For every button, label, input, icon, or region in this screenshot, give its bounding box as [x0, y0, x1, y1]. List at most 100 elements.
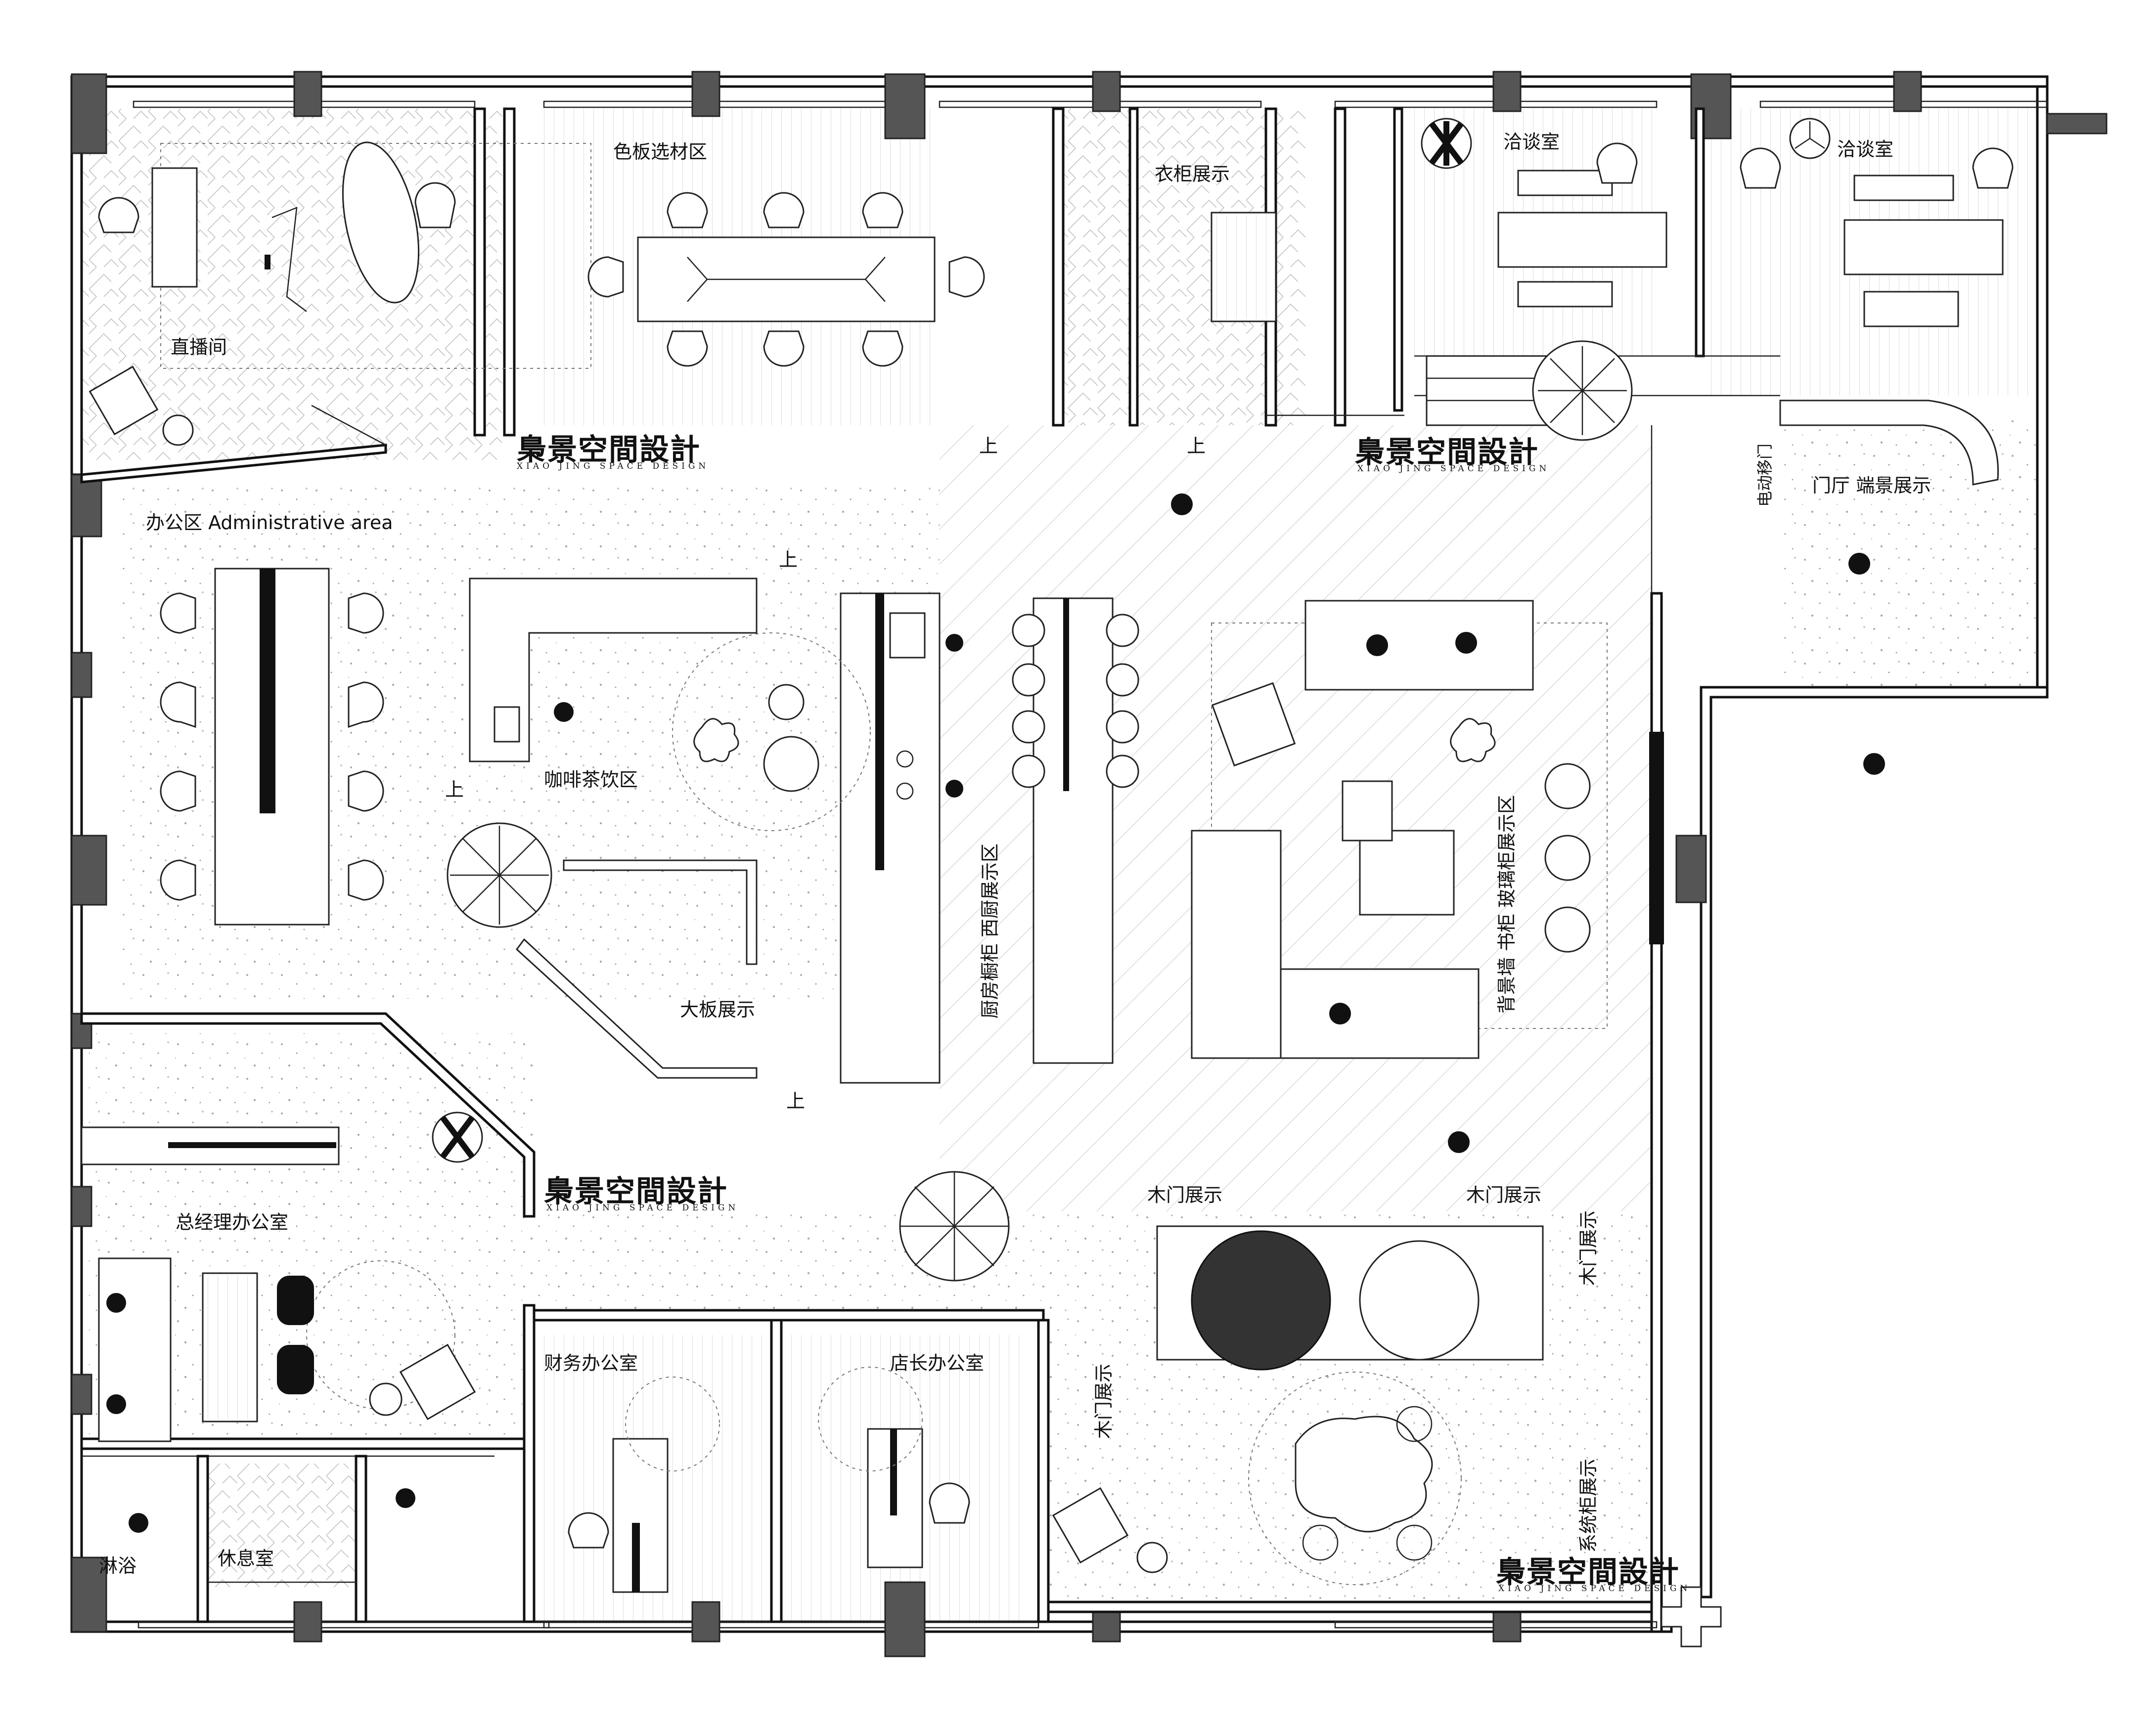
brand-name: 梟景空間設計 [1495, 1555, 1680, 1590]
label-coffee-area: 咖啡茶饮区 [544, 769, 638, 791]
board-wall [563, 859, 758, 965]
swatch-area [587, 192, 985, 367]
brand-name: 梟景空間設計 [516, 433, 701, 467]
brand-subtitle: XIAO JING SPACE DESIGN [517, 461, 709, 471]
chair [414, 182, 456, 228]
lobby-floor [1780, 420, 2042, 687]
brand-name: 梟景空間設計 [543, 1174, 728, 1209]
cloud-table [693, 718, 739, 762]
lounge-chair [89, 365, 159, 436]
person-icon [945, 634, 963, 652]
gm-cabinet-top [168, 1142, 336, 1148]
nego2-panel [1863, 291, 1959, 327]
up-marker: 上 [786, 1090, 805, 1112]
label-manager-office: 店长办公室 [890, 1352, 984, 1374]
gm-round-table [306, 1260, 455, 1410]
brand-subtitle: XIAO JING SPACE DESIGN [546, 1203, 739, 1213]
armchair [277, 1345, 314, 1394]
label-wood-door-2: 木门展示 [1466, 1184, 1541, 1206]
stool [1396, 1524, 1433, 1561]
kitchen-island [1033, 597, 1114, 1064]
finance-rug [625, 1377, 720, 1471]
tripod [271, 207, 307, 312]
gm-furniture [81, 1112, 483, 1442]
ceiling-fan-icon [432, 1112, 483, 1163]
gm-desk-fill [205, 1276, 255, 1419]
cloud-table [1450, 718, 1496, 762]
coffee-side-table [768, 684, 805, 720]
lobby-counter [1779, 400, 1999, 486]
brand-name: 梟景空間設計 [1354, 435, 1539, 470]
tree-icon [899, 1171, 1010, 1282]
chair [929, 1482, 970, 1524]
rest-floor [208, 1464, 356, 1587]
board-wall-diag [515, 938, 758, 1079]
coffee-machine [494, 706, 520, 743]
chair [1596, 142, 1638, 184]
chair [568, 1512, 609, 1549]
sofa-l [1191, 830, 1282, 1059]
sofa-l-seat [1280, 968, 1480, 1059]
window-bottom-1 [137, 1621, 550, 1629]
kitchen-cabinet-run [840, 592, 941, 1084]
stool-icon [1789, 118, 1831, 159]
column [1893, 71, 1922, 112]
window-bottom-2 [543, 1621, 1039, 1629]
label-office-area: 办公区 Administrative area [146, 512, 393, 534]
label-negotiation-1: 洽谈室 [1503, 131, 1560, 153]
up-markers: 上 上 上 上 上 [445, 435, 1206, 1112]
brand-subtitle: XIAO JING SPACE DESIGN [1498, 1584, 1691, 1594]
label-finance-office: 财务办公室 [544, 1352, 638, 1374]
column [71, 73, 107, 154]
up-marker: 上 [1187, 435, 1206, 457]
brand-stamp: 梟景空間設計 XIAO JING SPACE DESIGN [1495, 1555, 1691, 1594]
finance-desk [612, 1438, 669, 1593]
up-marker: 上 [779, 549, 798, 571]
person-icons [106, 493, 1885, 1533]
label-rest-room: 休息室 [218, 1548, 274, 1569]
coffee-table [1359, 830, 1455, 916]
up-marker: 上 [445, 779, 464, 800]
label-swatch-area: 色板选材区 [613, 141, 707, 163]
interior-walls [80, 107, 1999, 1623]
column [71, 474, 102, 537]
finance-desk-edge [632, 1523, 640, 1592]
lounge-chair [763, 736, 819, 792]
label-showcase: 背景墙 书柜 玻璃柜展示区 [1496, 795, 1518, 1014]
nego1-panel [1517, 281, 1613, 308]
swatch-table-legs [687, 257, 886, 302]
round-rug [1248, 1372, 1462, 1585]
column [71, 1374, 92, 1415]
label-wardrobe: 衣柜展示 [1155, 163, 1230, 185]
person-icon [106, 1293, 126, 1313]
wardrobe-area [1211, 212, 1277, 322]
island-edge [1063, 598, 1069, 791]
label-negotiation-2: 洽谈室 [1837, 138, 1893, 160]
feature-tree [1191, 1230, 1331, 1371]
bar-stools [1012, 614, 1139, 788]
wood-door-area [1052, 1225, 1544, 1585]
manager-desk-edge [890, 1429, 897, 1515]
side-table [1136, 1542, 1168, 1573]
chair [1972, 147, 2014, 189]
label-wood-door-3: 木门展示 [1577, 1210, 1599, 1286]
label-shower: 淋浴 [99, 1555, 136, 1577]
brand-stamp: 梟景空間設計 XIAO JING SPACE DESIGN [516, 433, 709, 471]
column [1092, 71, 1121, 112]
cabinet-edge [875, 593, 884, 870]
gm-sofa [98, 1257, 172, 1442]
stool [1302, 1524, 1339, 1561]
hob-burner [896, 750, 914, 768]
column [71, 652, 92, 698]
swatch-chairs [587, 192, 985, 367]
living-showcase [1191, 600, 1608, 1059]
coffee-lounge [672, 632, 871, 831]
stool [1396, 1406, 1433, 1442]
label-system-cabinet: 系统柜展示 [1577, 1459, 1599, 1553]
side-table [162, 414, 194, 446]
column [2046, 113, 2108, 134]
window-top-2 [543, 100, 901, 108]
column [293, 71, 322, 117]
person-icon [396, 1488, 415, 1508]
